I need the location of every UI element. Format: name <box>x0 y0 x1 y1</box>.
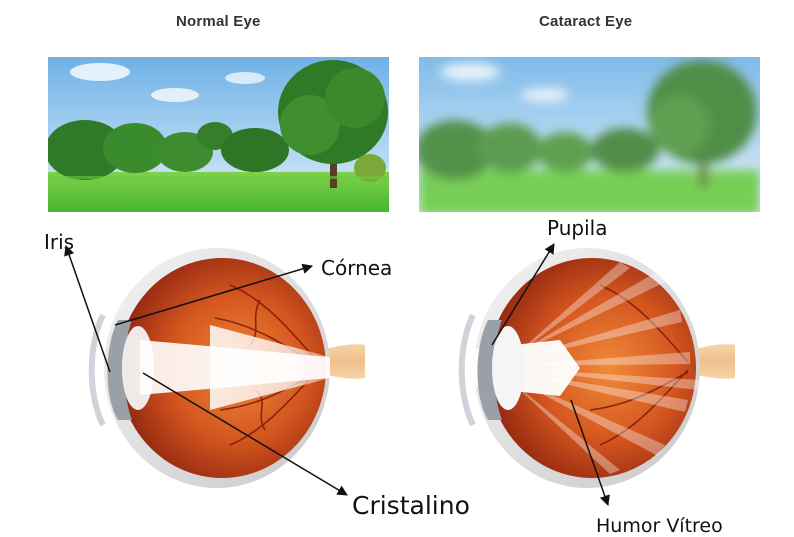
cataract-landscape-image <box>415 57 760 215</box>
cornea-structure <box>92 315 103 425</box>
vitreous-label: Humor Vítreo <box>596 515 723 537</box>
lens-label: Cristalino <box>352 491 470 520</box>
iris-label: Iris <box>44 230 74 254</box>
normal-landscape-image <box>45 57 389 212</box>
cataract-eye-cross-section <box>462 248 735 488</box>
cornea-label: Córnea <box>321 256 392 280</box>
iris-arrow <box>66 246 110 372</box>
pupil-label: Pupila <box>547 216 607 240</box>
normal-eye-cross-section <box>92 248 365 488</box>
